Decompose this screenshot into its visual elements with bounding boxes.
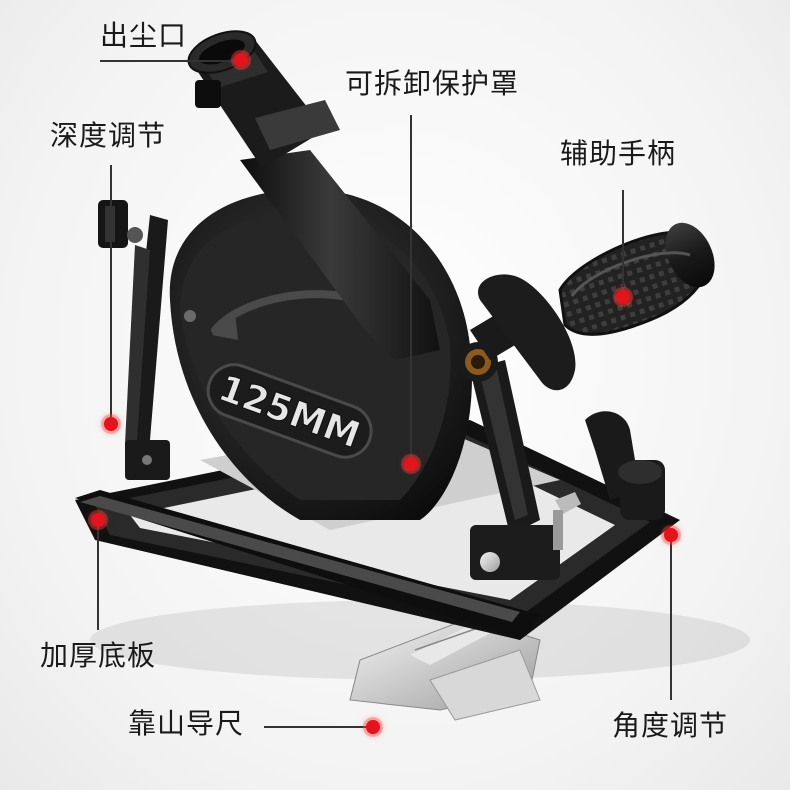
callout-dot-aux-handle — [616, 290, 630, 304]
depth-adjust-arm — [98, 200, 170, 480]
callout-dot-removable-guard — [404, 457, 418, 471]
callout-dot-angle-adjust — [664, 528, 678, 542]
callout-depth-adjust: 深度调节 — [50, 119, 167, 152]
leader-dust-outlet — [100, 60, 245, 62]
leader-aux-handle — [622, 190, 624, 295]
leader-removable-guard — [410, 115, 412, 465]
leader-depth-adjust — [110, 165, 112, 425]
aux-handle-shape — [470, 222, 715, 391]
leader-guide-ruler — [264, 726, 368, 728]
callout-guide-ruler: 靠山导尺 — [128, 707, 245, 740]
callout-dust-outlet: 出尘口 — [100, 19, 188, 52]
callout-removable-guard: 可拆卸保护罩 — [345, 67, 520, 100]
callout-base-plate: 加厚底板 — [40, 639, 157, 672]
callout-aux-handle: 辅助手柄 — [560, 137, 677, 170]
callout-dot-base-plate — [91, 513, 105, 527]
angle-adjust-post — [458, 342, 581, 580]
angle-adjust-knob — [585, 411, 665, 520]
callout-dot-dust-outlet — [234, 53, 248, 67]
leader-base-plate — [97, 520, 99, 630]
guide-ruler-shape — [349, 617, 541, 721]
callout-dot-depth-adjust — [104, 417, 118, 431]
leader-angle-adjust — [670, 535, 672, 700]
callout-dot-guide-ruler — [366, 720, 380, 734]
callout-angle-adjust: 角度调节 — [612, 709, 729, 742]
